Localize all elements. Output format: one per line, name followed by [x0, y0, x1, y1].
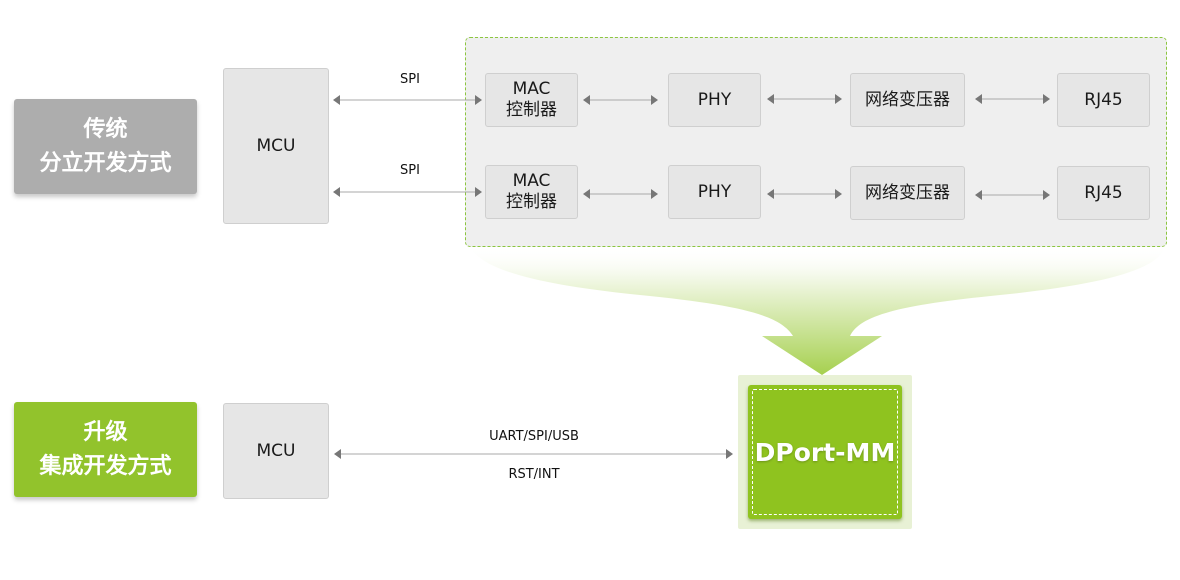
arrow-phy-transformer-2	[767, 189, 842, 199]
rj45-box-1: RJ45	[1057, 73, 1150, 127]
phy-label: PHY	[697, 89, 732, 110]
traditional-label-line2: 分立开发方式	[39, 150, 172, 176]
arrow-mcu-mac-2	[333, 187, 482, 197]
rj45-label: RJ45	[1084, 89, 1123, 110]
traditional-label-line1: 传统	[83, 116, 128, 142]
mac-sublabel: 控制器	[506, 192, 557, 212]
mac-sublabel: 控制器	[506, 100, 557, 120]
integrated-method-label: 升级 集成开发方式	[14, 402, 197, 497]
transformer-label: 网络变压器	[865, 182, 950, 203]
discrete-components-panel	[465, 37, 1167, 247]
arrow-transformer-rj45-1	[975, 94, 1050, 104]
integrated-label-line2: 集成开发方式	[39, 453, 172, 479]
integrated-mcu-box: MCU	[223, 403, 329, 499]
phy-box-2: PHY	[668, 165, 761, 219]
transformer-box-1: 网络变压器	[850, 73, 965, 127]
arrow-mac-phy-2	[583, 189, 658, 199]
rj45-label: RJ45	[1084, 182, 1123, 203]
mac-controller-box-2: MAC 控制器	[485, 165, 578, 219]
integrated-mcu-label: MCU	[256, 440, 296, 461]
arrow-transformer-rj45-2	[975, 190, 1050, 200]
arrow-mcu-mac-1	[333, 95, 482, 105]
traditional-mcu-label: MCU	[256, 135, 296, 156]
rj45-box-2: RJ45	[1057, 166, 1150, 220]
spi-link-label-1: SPI	[400, 72, 420, 87]
mac-controller-box-1: MAC 控制器	[485, 73, 578, 127]
arrow-mac-phy-1	[583, 95, 658, 105]
transformer-label: 网络变压器	[865, 89, 950, 110]
dport-module-label: DPort-MM	[752, 389, 898, 515]
integrated-label-line1: 升级	[83, 419, 128, 445]
traditional-mcu-box: MCU	[223, 68, 329, 224]
dport-module	[748, 385, 902, 519]
arrow-phy-transformer-1	[767, 94, 842, 104]
traditional-method-label: 传统 分立开发方式	[14, 99, 197, 194]
interface-link-label: UART/SPI/USB	[489, 429, 579, 444]
transformer-box-2: 网络变压器	[850, 166, 965, 220]
mac-label: MAC	[512, 171, 551, 191]
mac-label: MAC	[512, 79, 551, 99]
phy-label: PHY	[697, 181, 732, 202]
spi-link-label-2: SPI	[400, 163, 420, 178]
arrow-mcu-dport	[334, 449, 733, 459]
control-link-label: RST/INT	[508, 467, 560, 482]
funnel-shape	[470, 246, 1165, 375]
phy-box-1: PHY	[668, 73, 761, 127]
